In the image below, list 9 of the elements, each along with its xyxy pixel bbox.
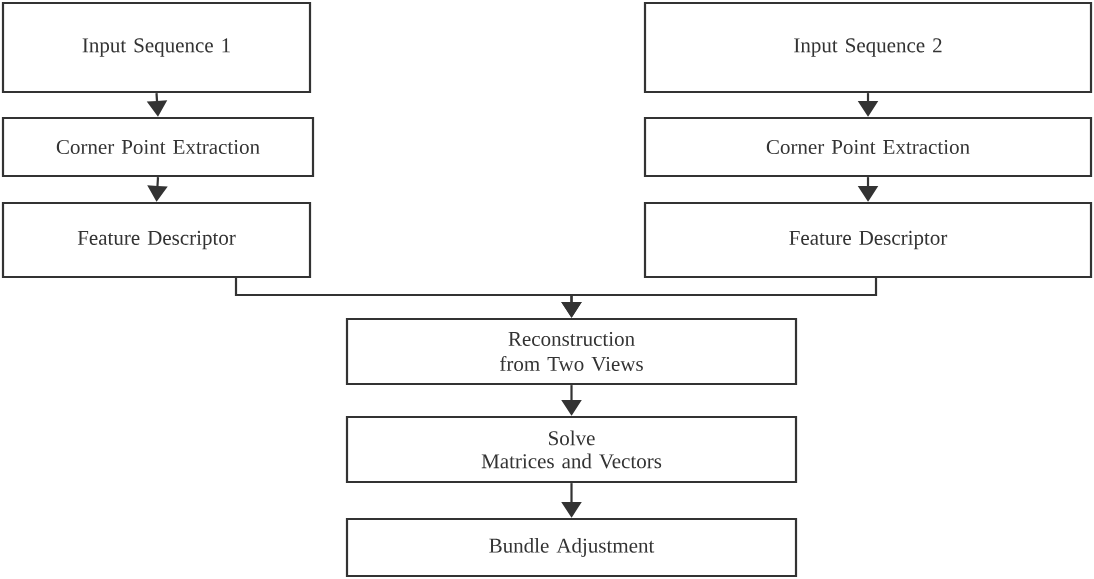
process-box: Reconstruction from Two Views xyxy=(345,317,798,386)
process-box: Corner Point Extraction xyxy=(1,116,315,178)
process-box: Solve Matrices and Vectors xyxy=(345,415,798,484)
process-box: Feature Descriptor xyxy=(643,201,1093,279)
process-box: Bundle Adjustment xyxy=(345,517,798,578)
process-box: Feature Descriptor xyxy=(1,201,312,279)
process-box: Input Sequence 1 xyxy=(1,1,312,94)
process-box: Input Sequence 2 xyxy=(643,1,1093,94)
process-box: Corner Point Extraction xyxy=(643,116,1093,178)
